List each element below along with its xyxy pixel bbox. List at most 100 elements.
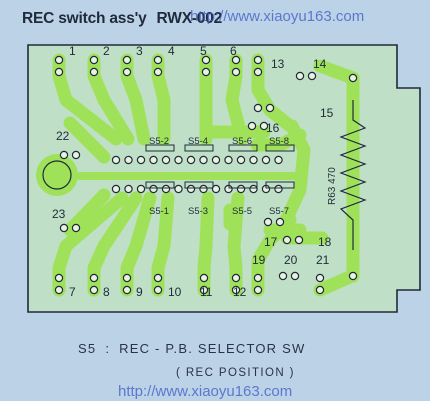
solder-pad xyxy=(201,67,211,77)
solder-pad xyxy=(71,223,81,233)
solder-pad xyxy=(294,235,304,245)
resistor-label: R63 470 xyxy=(327,167,338,205)
switch-label-s5-2: S5-2 xyxy=(149,136,169,147)
solder-pad xyxy=(54,55,64,65)
terminal-label-15: 15 xyxy=(320,106,334,120)
solder-pad xyxy=(249,155,258,165)
solder-pad xyxy=(275,217,285,227)
solder-pad xyxy=(153,285,163,295)
resistor-r63 xyxy=(339,100,367,250)
solder-pad xyxy=(253,103,263,113)
solder-pad xyxy=(124,184,133,194)
terminal-label-4: 4 xyxy=(168,44,175,58)
solder-pad xyxy=(136,184,146,194)
solder-pad xyxy=(231,285,241,295)
solder-pad xyxy=(315,273,325,283)
terminal-label-23: 23 xyxy=(52,207,66,221)
solder-pad xyxy=(59,223,69,233)
legend: S5: REC - P.B. SELECTOR SW xyxy=(78,341,305,356)
switch-contact-box xyxy=(184,144,214,152)
solder-pad xyxy=(89,285,99,295)
solder-pad xyxy=(295,71,305,81)
switch-contact-box xyxy=(184,181,214,189)
solder-pad xyxy=(265,103,275,113)
legend-symbol: S5 xyxy=(78,341,97,356)
solder-pad xyxy=(122,55,132,65)
solder-pad xyxy=(71,150,81,160)
solder-pad xyxy=(263,217,273,227)
terminal-label-16: 16 xyxy=(266,121,280,135)
copper-trace xyxy=(313,269,359,297)
solder-pad xyxy=(201,55,211,65)
solder-pad xyxy=(124,155,133,165)
switch-label-s5-8: S5-8 xyxy=(269,136,289,147)
solder-pad xyxy=(274,184,283,194)
switch-contact-box xyxy=(228,181,258,189)
watermark-bottom: http://www.xiaoyu163.com xyxy=(118,383,293,400)
solder-pad xyxy=(307,71,317,81)
terminal-label-11: 11 xyxy=(200,285,213,299)
copper-trace xyxy=(279,119,311,227)
ground-pad xyxy=(36,154,78,196)
solder-pad xyxy=(253,273,263,283)
switch-label-s5-1: S5-1 xyxy=(149,206,169,217)
solder-pad xyxy=(122,273,132,283)
solder-pad xyxy=(186,184,196,194)
solder-pad xyxy=(278,271,288,281)
solder-pad xyxy=(153,67,163,77)
solder-pad xyxy=(174,155,183,165)
solder-pad xyxy=(315,285,325,295)
solder-pad xyxy=(149,184,158,194)
switch-contact-box xyxy=(145,181,175,189)
solder-pad xyxy=(231,67,241,77)
solder-pad xyxy=(111,184,121,194)
title-part: REC switch ass'y xyxy=(22,10,147,27)
terminal-label-2: 2 xyxy=(103,44,110,58)
switch-contact-box xyxy=(228,144,258,152)
terminal-label-6: 6 xyxy=(230,44,237,58)
solder-pad xyxy=(224,155,233,165)
terminal-label-20: 20 xyxy=(284,253,298,267)
legend-separator: : xyxy=(105,341,111,356)
solder-pad xyxy=(199,155,208,165)
solder-pad xyxy=(161,155,171,165)
solder-pad xyxy=(122,67,132,77)
switch-contact-box xyxy=(265,181,295,189)
solder-pad xyxy=(153,55,163,65)
watermark-top: http://www.xiaoyu163.com xyxy=(190,8,365,25)
switch-label-s5-7: S5-7 xyxy=(269,206,289,217)
solder-pad xyxy=(249,184,258,194)
solder-pad xyxy=(247,121,257,131)
solder-pad xyxy=(174,184,183,194)
solder-pad xyxy=(348,271,358,281)
copper-trace xyxy=(63,116,111,164)
terminal-label-21: 21 xyxy=(316,253,330,267)
terminal-label-10: 10 xyxy=(168,285,182,299)
solder-pad xyxy=(89,273,99,283)
solder-pad xyxy=(199,273,209,283)
solder-pad xyxy=(253,67,263,77)
switch-label-s5-5: S5-5 xyxy=(232,206,252,217)
solder-pad xyxy=(153,273,163,283)
pcb-pads xyxy=(54,55,358,295)
switch-contact-box xyxy=(145,144,175,152)
solder-pad xyxy=(253,55,263,65)
legend-description: REC - P.B. SELECTOR SW xyxy=(119,341,306,356)
solder-pad xyxy=(259,121,269,131)
solder-pad xyxy=(236,184,246,194)
solder-pad xyxy=(149,155,158,165)
terminal-label-17: 17 xyxy=(264,235,278,249)
solder-pad xyxy=(89,67,99,77)
terminal-label-1: 1 xyxy=(69,44,76,58)
terminal-label-12: 12 xyxy=(233,285,247,299)
solder-pad xyxy=(54,67,64,77)
terminal-label-8: 8 xyxy=(103,285,110,299)
switch-label-s5-3: S5-3 xyxy=(188,206,208,217)
switch-contact-box xyxy=(265,144,295,152)
solder-pad xyxy=(231,55,241,65)
solder-pad xyxy=(161,184,171,194)
solder-pad xyxy=(199,285,209,295)
solder-pad xyxy=(253,285,263,295)
terminal-label-22: 22 xyxy=(56,129,70,143)
